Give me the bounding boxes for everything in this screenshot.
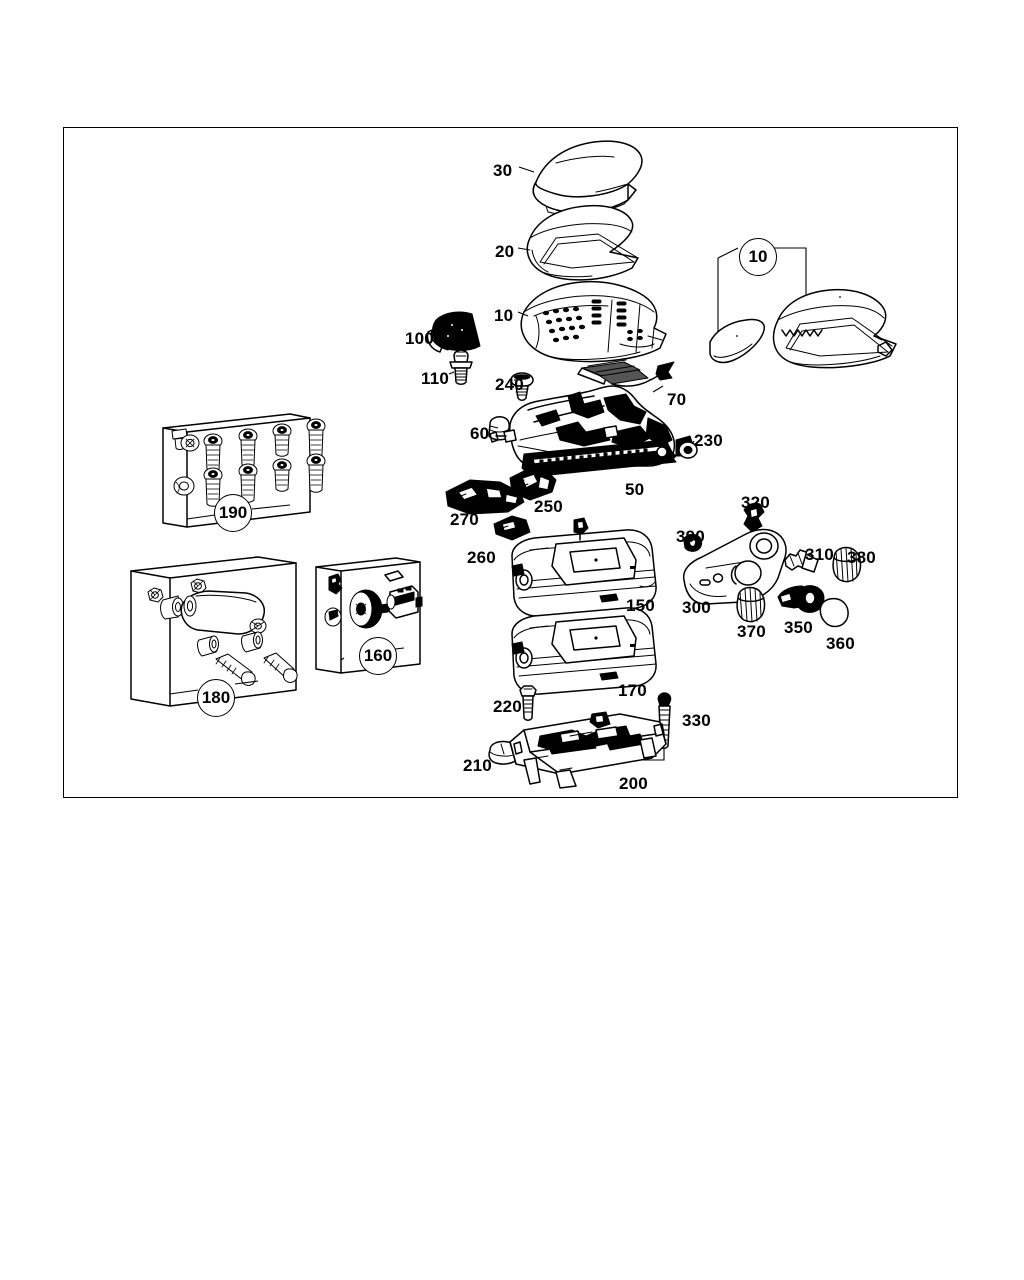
callout-200: 200 xyxy=(619,774,648,793)
part-260-retainer-clip xyxy=(493,515,531,541)
part-10-cushion-frame xyxy=(520,280,667,363)
part-270-rail-cover xyxy=(445,479,525,515)
part-100-trim-cap xyxy=(426,311,481,353)
part-320-lever-handle xyxy=(743,502,765,533)
part-150-cushion-module-upper xyxy=(511,517,657,617)
callout-210: 210 xyxy=(463,756,492,775)
part-350-recliner-handle xyxy=(777,585,825,613)
callout-30: 30 xyxy=(493,161,513,180)
callout-170: 170 xyxy=(618,681,647,700)
part-380-knurled-knob xyxy=(832,546,862,583)
part-10-inset-detail xyxy=(709,247,897,369)
panel-190-fastener-kit xyxy=(162,413,326,528)
callout-50: 50 xyxy=(625,480,645,499)
callout-350: 350 xyxy=(784,618,813,637)
callout-390: 390 xyxy=(676,527,705,546)
callout-70: 70 xyxy=(667,390,687,409)
balloon-callout-10: 10 xyxy=(739,238,777,276)
callout-320: 320 xyxy=(741,493,770,512)
callout-60: 60 xyxy=(470,424,490,443)
callout-110: 110 xyxy=(421,369,450,388)
callout-240: 240 xyxy=(495,375,524,394)
part-310-hex-bolt xyxy=(784,549,819,573)
callout-220: 220 xyxy=(493,697,522,716)
callout-10: 10 xyxy=(494,306,514,325)
callout-20: 20 xyxy=(495,242,515,261)
part-390-toothed-washer xyxy=(683,533,703,552)
part-20-cushion-cover xyxy=(526,204,639,281)
callout-330: 330 xyxy=(682,711,711,730)
callout-360: 360 xyxy=(826,634,855,653)
balloon-callout-190: 190 xyxy=(214,494,252,532)
part-220-hex-bolt xyxy=(519,685,537,721)
part-300-side-trim-panel xyxy=(682,528,787,605)
part-110-tapping-screw xyxy=(449,349,473,385)
callout-270: 270 xyxy=(450,510,479,529)
panel-180-strut-kit xyxy=(130,556,298,707)
callout-310: 310 xyxy=(805,545,834,564)
part-30-cushion-pad xyxy=(532,140,643,215)
part-250-guide-bracket xyxy=(509,467,557,501)
callout-230: 230 xyxy=(694,431,723,450)
balloon-callout-180: 180 xyxy=(197,679,235,717)
callout-150: 150 xyxy=(626,596,655,615)
balloon-callout-160: 160 xyxy=(359,637,397,675)
callout-250: 250 xyxy=(534,497,563,516)
part-170-cushion-module-lower xyxy=(511,607,657,695)
panel-160-motor-kit xyxy=(315,557,423,674)
callout-100: 100 xyxy=(405,329,434,348)
part-50-seat-frame-adjuster xyxy=(489,385,677,477)
part-230-bushing xyxy=(675,435,698,459)
callout-300: 300 xyxy=(682,598,711,617)
part-200-seat-base-frame xyxy=(509,711,667,789)
callout-260: 260 xyxy=(467,548,496,567)
part-370-adjuster-knob xyxy=(736,586,766,623)
callout-370: 370 xyxy=(737,622,766,641)
callout-380: 380 xyxy=(847,548,876,567)
leader-lines xyxy=(435,166,695,445)
part-360-cover-cap xyxy=(819,597,849,628)
part-70-wiring-harness xyxy=(577,359,675,387)
